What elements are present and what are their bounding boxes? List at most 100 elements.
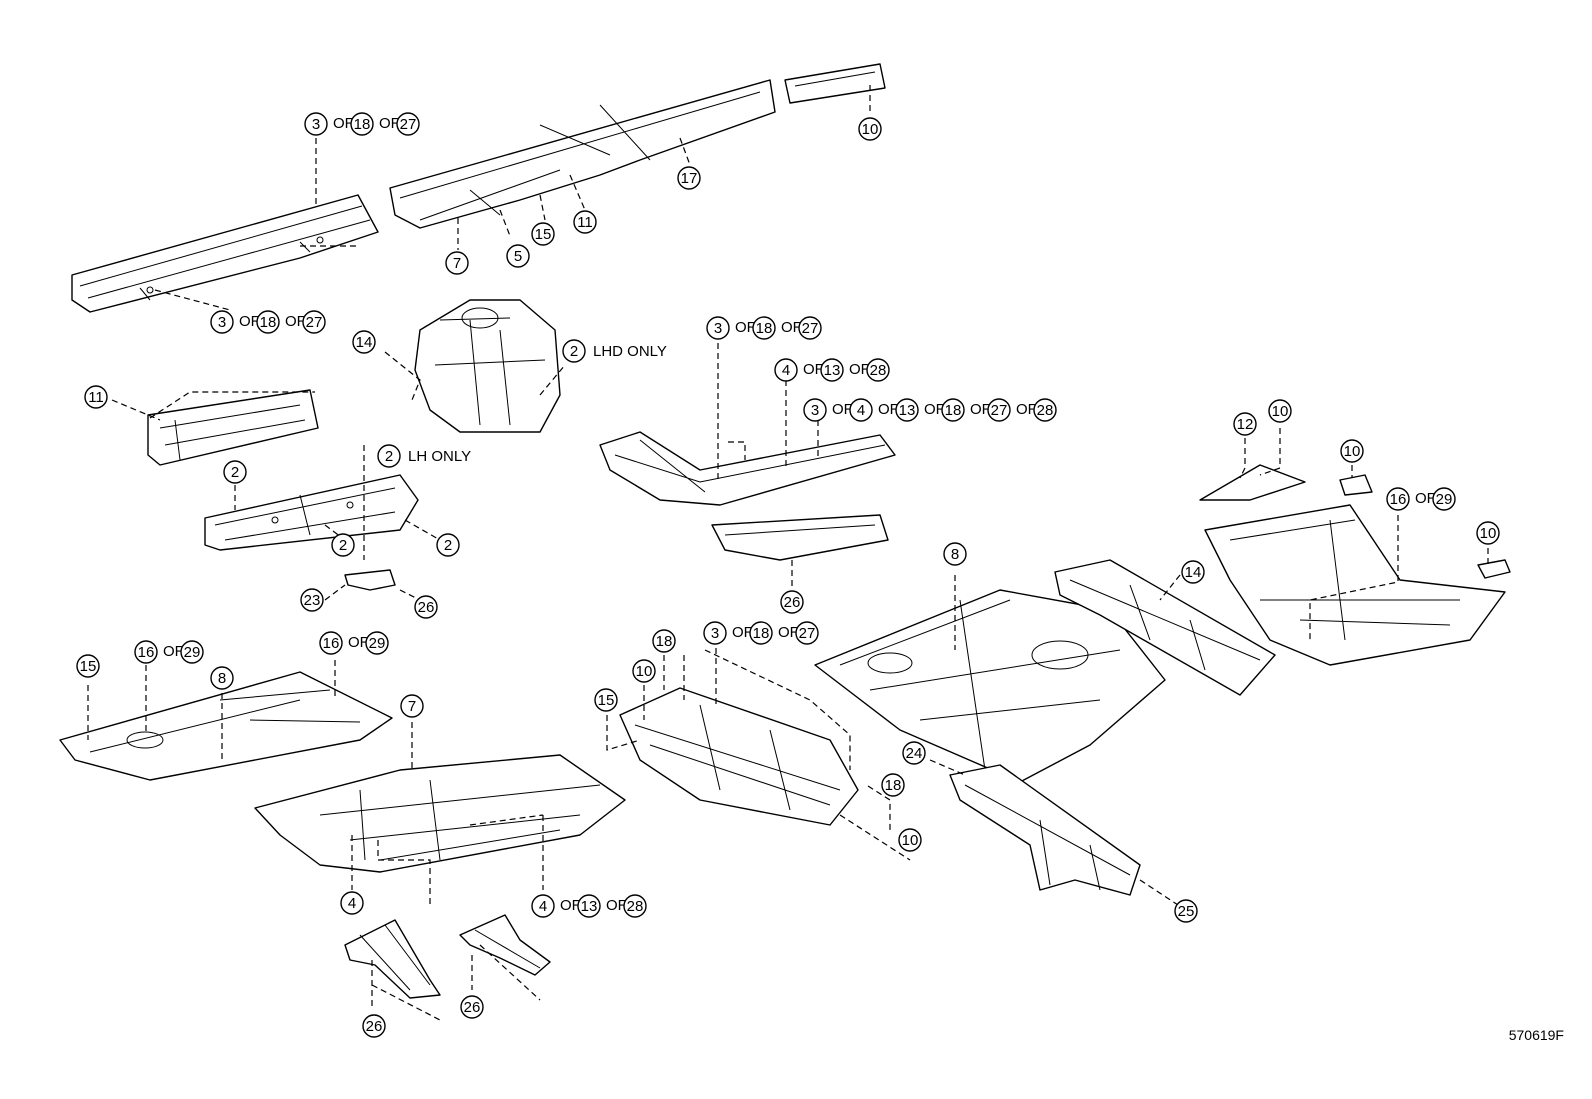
part-front-floor-side — [59, 671, 393, 781]
callout-c23: 10 — [1268, 399, 1292, 423]
callout-circle — [706, 316, 730, 340]
callout-circle — [300, 588, 324, 612]
callout-c27: 8 — [943, 542, 967, 566]
or-separator: OR — [832, 401, 855, 418]
or-separator: OR — [1016, 401, 1039, 418]
callout-c6: 5 — [506, 244, 530, 268]
part-number: 29 — [1436, 491, 1453, 508]
callout-circle — [365, 631, 389, 655]
part-rear-suspension-member — [949, 764, 1141, 896]
callout-circle — [76, 654, 100, 678]
callout-circle — [445, 251, 469, 275]
callout-c22: 12 — [1233, 412, 1257, 436]
part-rear-side-member — [71, 194, 379, 313]
part-number: 28 — [870, 362, 887, 379]
callout-circle — [460, 995, 484, 1019]
callout-circle — [573, 210, 597, 234]
callout-circle — [1432, 487, 1456, 511]
part-number: 10 — [1272, 403, 1289, 420]
or-separator: OR — [560, 897, 583, 914]
callout-circle — [795, 621, 819, 645]
or-separator: OR — [732, 624, 755, 641]
part-number: 18 — [945, 402, 962, 419]
callout-c28: 14 — [1181, 560, 1205, 584]
callout-c36: 18 — [652, 629, 676, 653]
part-number: 28 — [1037, 402, 1054, 419]
part-number: 16 — [323, 635, 340, 652]
callout-c16: 23 — [300, 588, 324, 612]
callout-circle — [562, 339, 586, 363]
callout-circle — [987, 398, 1011, 422]
part-number: 27 — [799, 625, 816, 642]
part-number: 10 — [862, 121, 879, 138]
part-number: 23 — [304, 592, 321, 609]
part-number: 2 — [231, 464, 239, 481]
callout-circle — [396, 112, 420, 136]
or-separator: OR — [924, 401, 947, 418]
callout-circle — [677, 166, 701, 190]
or-separator: OR — [606, 897, 629, 914]
callout-circle — [531, 894, 555, 918]
part-number: 8 — [951, 546, 959, 563]
callout-circle — [632, 659, 656, 683]
part-number: 7 — [453, 255, 461, 272]
callout-circle — [623, 894, 647, 918]
callout-c3: 17 — [677, 166, 701, 190]
part-number: 18 — [354, 116, 371, 133]
callout-circle — [1181, 560, 1205, 584]
callout-circle — [331, 533, 355, 557]
part-number: 2 — [339, 537, 347, 554]
part-number: 17 — [681, 170, 698, 187]
callout-c13: 2 — [223, 460, 247, 484]
part-front-side-member — [389, 63, 886, 229]
part-number: 3 — [218, 314, 226, 331]
callout-circle — [400, 694, 424, 718]
callout-circle — [84, 385, 108, 409]
or-separator: OR — [778, 624, 801, 641]
callout-circle — [340, 891, 364, 915]
callout-circle — [1268, 399, 1292, 423]
callout-circle — [352, 330, 376, 354]
part-number: 13 — [581, 898, 598, 915]
callout-c7: 7 — [445, 251, 469, 275]
callout-circle — [1386, 487, 1410, 511]
or-separator: OR — [970, 401, 993, 418]
callout-circle — [902, 741, 926, 765]
callout-circle — [803, 398, 827, 422]
part-number: 26 — [418, 599, 435, 616]
part-number: 26 — [464, 999, 481, 1016]
part-number: 27 — [802, 320, 819, 337]
callout-note: LH ONLY — [408, 448, 471, 465]
callout-circle — [577, 894, 601, 918]
callout-circle — [1233, 412, 1257, 436]
callout-note: LHD ONLY — [593, 343, 667, 360]
part-number: 18 — [656, 633, 673, 650]
part-number: 4 — [857, 402, 865, 419]
or-separator: OR — [849, 361, 872, 378]
callout-c29: 15 — [76, 654, 100, 678]
callout-circle — [304, 112, 328, 136]
callout-c15: 2 — [436, 533, 460, 557]
part-number: 14 — [356, 334, 373, 351]
callout-circle — [703, 621, 727, 645]
figure-code: 570619F — [1508, 1027, 1564, 1043]
or-separator: OR — [735, 319, 758, 336]
callout-c34: 4 — [340, 891, 364, 915]
callout-c21: 26 — [780, 590, 804, 614]
callout-c2: 10 — [858, 117, 882, 141]
callout-c39: 15 — [594, 688, 618, 712]
part-number: 18 — [756, 320, 773, 337]
part-number: 2 — [385, 448, 393, 465]
callout-circle — [866, 358, 890, 382]
part-number: 27 — [991, 402, 1008, 419]
callout-c5: 15 — [531, 222, 555, 246]
callout-circle — [302, 310, 326, 334]
callout-c11: 11 — [84, 385, 108, 409]
or-separator: OR — [163, 643, 186, 660]
or-separator: OR — [1415, 490, 1438, 507]
